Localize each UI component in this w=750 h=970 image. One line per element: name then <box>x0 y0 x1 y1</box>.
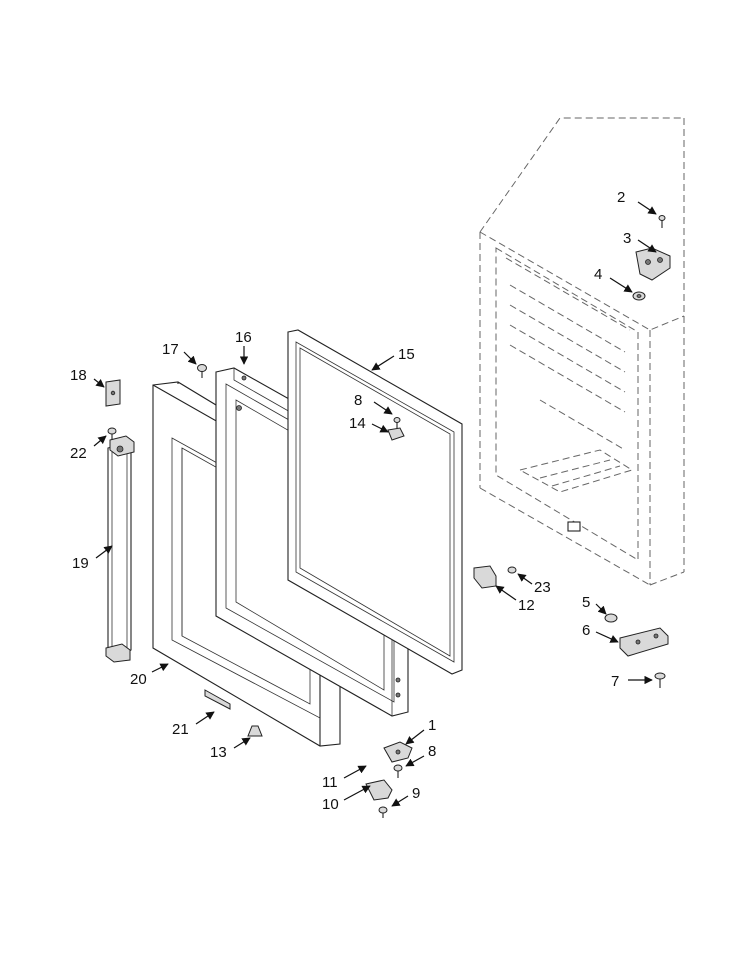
callout-6: 6 <box>582 622 590 639</box>
cabinet-outline <box>479 117 685 586</box>
bottom-hinge-plate <box>619 627 669 657</box>
hinge-screw-top <box>658 215 666 228</box>
callout-8-upper: 8 <box>354 392 362 409</box>
callout-arrows <box>93 201 657 807</box>
frame-screw <box>197 364 207 378</box>
callout-7: 7 <box>611 673 619 690</box>
door-stop-bracket <box>473 565 497 589</box>
label-plate <box>204 689 231 710</box>
callout-17: 17 <box>162 341 179 358</box>
cabinet-latch <box>567 521 581 532</box>
callout-21: 21 <box>172 721 189 738</box>
lower-hinge-bracket <box>383 741 413 763</box>
handle-screw <box>107 427 117 440</box>
lower-hinge-pin <box>393 764 403 778</box>
callout-12: 12 <box>518 597 535 614</box>
callout-15: 15 <box>398 346 415 363</box>
bottom-hinge-washer <box>604 613 618 623</box>
lower-hinge-cam <box>365 779 393 801</box>
callout-3: 3 <box>623 230 631 247</box>
top-hinge-bracket <box>635 247 671 281</box>
door-handle <box>105 435 135 663</box>
callout-20: 20 <box>130 671 147 688</box>
hinge-bushing <box>387 427 405 441</box>
callout-11: 11 <box>322 774 338 791</box>
callout-19: 19 <box>72 555 89 572</box>
callout-22: 22 <box>70 445 87 462</box>
callout-18: 18 <box>70 367 87 384</box>
door-gasket <box>287 329 463 675</box>
callout-23: 23 <box>534 579 551 596</box>
callout-8-lower: 8 <box>428 743 436 760</box>
bottom-hinge-bolt <box>654 672 666 688</box>
hinge-washer <box>632 291 646 301</box>
callout-labels: 2 3 4 16 17 15 18 8 14 22 19 23 12 5 6 7… <box>70 189 631 813</box>
callout-4: 4 <box>594 266 602 283</box>
callout-10: 10 <box>322 796 339 813</box>
leveling-foot <box>247 725 263 737</box>
callout-14: 14 <box>349 415 366 432</box>
callout-13: 13 <box>210 744 227 761</box>
callout-2: 2 <box>617 189 625 206</box>
lower-hinge-screw <box>378 806 388 818</box>
callout-16: 16 <box>235 329 252 346</box>
callout-1: 1 <box>428 717 436 734</box>
callout-5: 5 <box>582 594 590 611</box>
callout-9: 9 <box>412 785 420 802</box>
door-stop-screw <box>507 566 517 574</box>
